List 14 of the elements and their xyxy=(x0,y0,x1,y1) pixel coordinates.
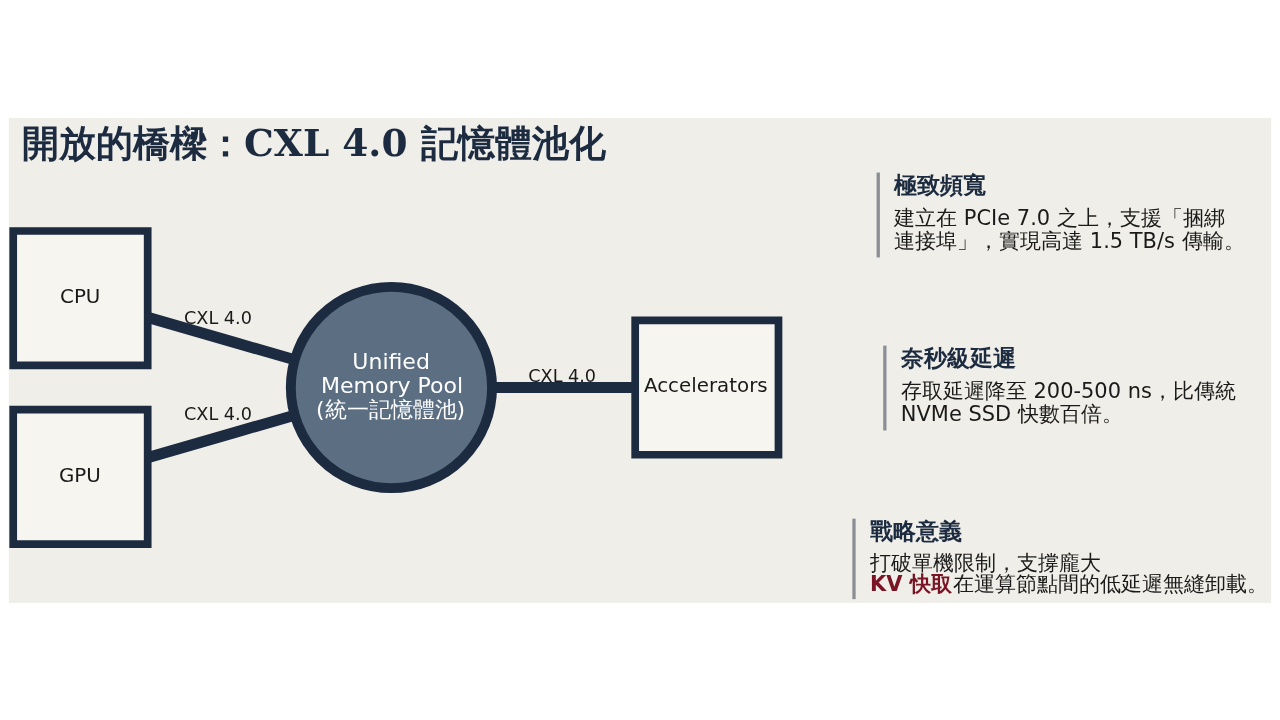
label: 存取延遲降至 200-500 ns，比傳統 NVMe SSD 快數百倍。 xyxy=(900,378,1236,426)
diagram-title: 開放的橋樑：CXL 4.0 記憶體池化 xyxy=(22,120,606,165)
node-box: CPU xyxy=(9,226,152,369)
label: 戰略意義 xyxy=(869,517,962,544)
label: 奈秒級延遲 xyxy=(900,344,1016,371)
label: 極致頻寬 xyxy=(894,171,987,198)
node-circle: Unified Memory Pool (統一記憶體池) xyxy=(285,281,497,493)
edge-label: CXL 4.0 xyxy=(184,307,252,328)
node-box: GPU xyxy=(9,405,152,548)
edge-label: CXL 4.0 xyxy=(184,403,252,424)
node-box: Accelerators xyxy=(631,315,783,459)
label: 打破單機限制，支撐龐大 KV 快取在運算節點間的低延遲無縫卸載。 xyxy=(869,550,1268,596)
edge-label: CXL 4.0 xyxy=(528,365,597,386)
label: 建立在 PCIe 7.0 之上，支援「捆綁連接埠」，實現高達 1.5 TB/s 傳輸。 xyxy=(894,205,1245,253)
